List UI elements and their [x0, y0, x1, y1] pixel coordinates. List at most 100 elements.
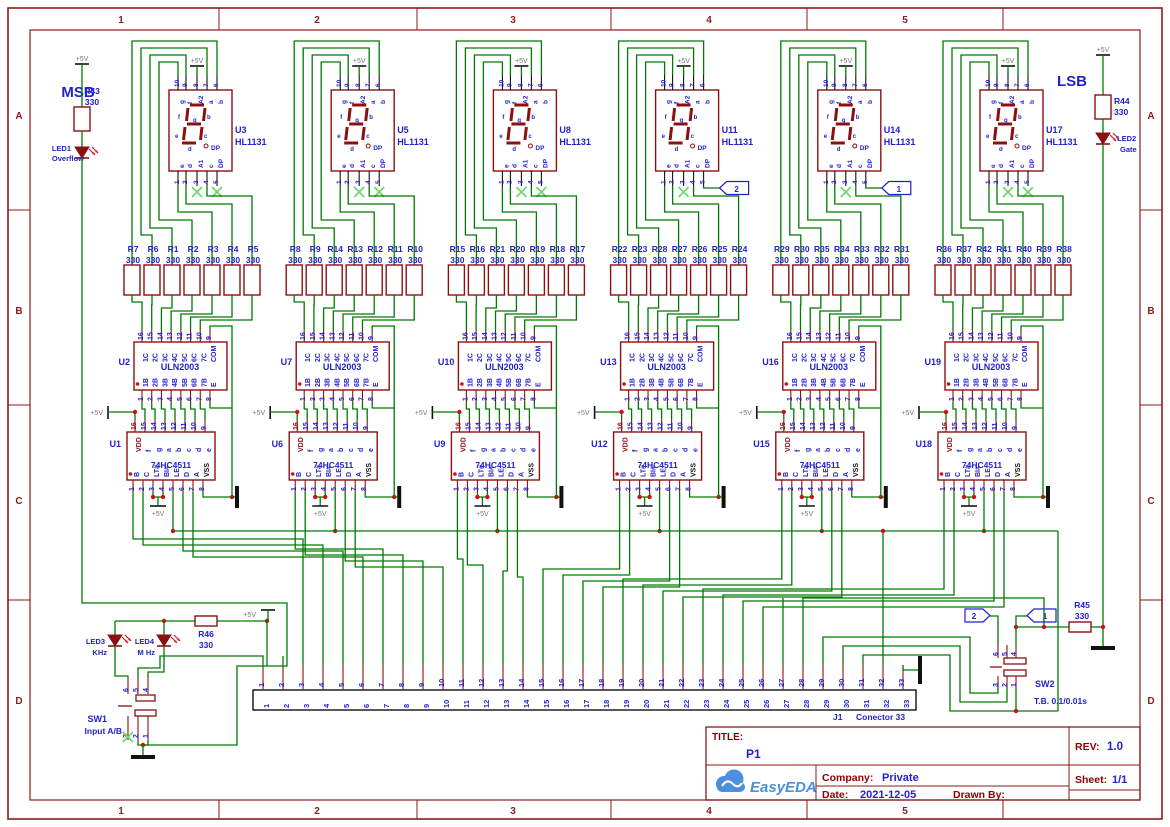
company-value[interactable]: Private [882, 772, 919, 784]
resistor-ref: R35 [814, 244, 830, 254]
wire [160, 402, 166, 420]
decoder-u18[interactable]: 16VDD1B15f2C14g3LT#13a4BI#12b5LE11c6D10d… [901, 402, 1050, 534]
j1-pad-number: 30 [842, 700, 851, 708]
wire [562, 492, 631, 665]
refdes[interactable]: U1 [109, 439, 121, 449]
decoder-u15[interactable]: 16VDD1B15f2C14g3LT#13a4BI#12b5LE11c6D10d… [739, 402, 888, 534]
decoder-u9[interactable]: 16VDD1B15f2C14g3LT#13a4BI#12b5LE11c6D10d… [415, 402, 564, 534]
resistor-body [974, 264, 992, 296]
pin-number: 16 [455, 422, 462, 430]
led-symbol [107, 634, 123, 647]
driver-u19[interactable]: 161C11B152C22B143C33B134C44B125C55B116C6… [924, 325, 1044, 497]
segment [830, 126, 836, 141]
refdes[interactable]: U18 [915, 439, 932, 449]
refdes[interactable]: U13 [600, 357, 617, 367]
title-value[interactable]: P1 [746, 747, 761, 761]
refdes[interactable]: SW2 [1035, 679, 1055, 689]
refdes[interactable]: U11 [722, 125, 738, 135]
resistor-row[interactable]: R15330R16330R21330R20330R19330R18330R173… [447, 244, 586, 330]
pin-number: 1 [787, 397, 794, 401]
resistor-row[interactable]: R36330R37330R42330R41330R40330R39330R383… [934, 244, 1072, 330]
decoder-u1[interactable]: 16VDD1B15f2C14g3LT#13a4BI#12b5LE11c6D10d… [90, 402, 239, 534]
resistor-body [243, 264, 261, 296]
net-flag[interactable] [880, 180, 912, 196]
resistor-row[interactable]: R29330R30330R35330R34330R33330R32330R313… [772, 244, 910, 330]
refdes[interactable]: U9 [434, 439, 446, 449]
refdes[interactable]: U5 [397, 125, 409, 135]
resistor-body [567, 264, 586, 296]
part-name: 74HC4511 [151, 460, 191, 470]
vcc-flag: +5V [476, 511, 489, 518]
net-flag[interactable] [964, 608, 991, 623]
resistor-body [325, 264, 343, 296]
pin-number: 10 [661, 79, 668, 87]
driver-u13[interactable]: 161C11B152C22B143C33B134C44B125C55B116C6… [600, 325, 720, 497]
refdes[interactable]: U8 [559, 125, 571, 135]
refdes[interactable]: U6 [272, 439, 284, 449]
no-connect-x [373, 186, 385, 198]
driver-u7[interactable]: 161C11B152C22B143C33B134C44B125C55B116C6… [281, 325, 395, 497]
net-flag[interactable] [1026, 608, 1057, 623]
resistor-ref: R28 [652, 244, 668, 254]
vcc-flag: +5V [152, 511, 165, 518]
pin-name: 2C [153, 353, 160, 362]
pin-number: 7 [1014, 83, 1021, 87]
connector-j1[interactable]: 1122334455667788991010111112121313141415… [252, 656, 922, 722]
pin-number: 1 [143, 734, 150, 738]
lsb-label: LSB [1057, 73, 1087, 90]
driver-u10[interactable]: 161C11B152C22B143C33B134C44B125C55B116C6… [438, 325, 558, 497]
refdes[interactable]: U3 [235, 125, 247, 135]
resistor-row[interactable]: R22330R23330R28330R27330R26330R25330R243… [609, 244, 748, 330]
wire [514, 295, 558, 330]
refdes[interactable]: U12 [591, 439, 608, 449]
refdes[interactable]: U7 [281, 357, 293, 367]
decoder-u12[interactable]: 16VDD1B15f2C14g3LT#13a4BI#12b5LE11c6D10d… [577, 402, 726, 534]
j1-pin-number: 31 [857, 679, 866, 687]
refdes[interactable]: U15 [753, 439, 770, 449]
refdes[interactable]: U19 [924, 357, 941, 367]
refdes[interactable]: SW1 [87, 714, 107, 724]
pin-name: e [179, 164, 186, 168]
refdes[interactable]: J1 [833, 712, 843, 722]
pin-name: 4C [821, 353, 828, 362]
pin-number: 6 [213, 83, 220, 87]
driver-u2[interactable]: 161C11B152C22B143C33B134C44B125C55B116C6… [118, 325, 233, 497]
pin-number: 16 [949, 332, 956, 340]
refdes[interactable]: U2 [118, 357, 130, 367]
led-symbol [1095, 132, 1111, 145]
segment [364, 107, 369, 122]
pin-number: 12 [501, 332, 508, 340]
wire [662, 492, 833, 665]
rev-value[interactable]: 1.0 [1107, 741, 1123, 753]
led-arrow-head [1116, 136, 1119, 139]
refdes[interactable]: U16 [762, 357, 779, 367]
date-value[interactable]: 2021-12-05 [860, 789, 916, 801]
part-name: 74HC4511 [638, 460, 678, 470]
vcc-flag: +5V [90, 410, 103, 417]
pin-number: 13 [161, 422, 168, 430]
resistor-value: 330 [388, 255, 402, 265]
refdes[interactable]: U14 [884, 125, 901, 135]
j1-pin-number: 29 [817, 679, 826, 687]
wire [524, 402, 531, 420]
decoder-u6[interactable]: 16VDD1B15f2C14g3LT#13a4BI#12b5LE11c6D10d… [253, 402, 402, 534]
refdes[interactable]: U10 [438, 357, 455, 367]
pin-number: 5 [862, 180, 869, 184]
no-connect-x [515, 186, 528, 198]
j1-pad-number: 13 [502, 700, 511, 708]
refdes[interactable]: U17 [1046, 125, 1063, 135]
driver-u16[interactable]: 161C11B152C22B143C33B134C44B125C55B116C6… [762, 325, 882, 497]
net-flag[interactable] [718, 180, 750, 196]
